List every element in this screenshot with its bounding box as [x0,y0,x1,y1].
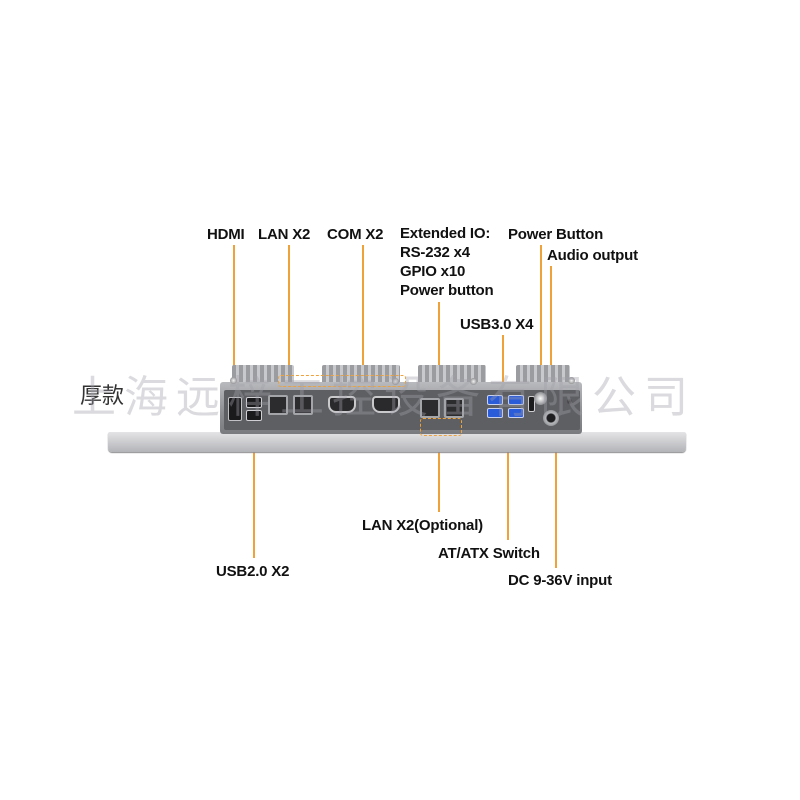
lan-optional-port [420,398,440,418]
leader-at-atx-switch [507,430,509,540]
dc-input-jack [543,410,559,426]
usb2-port [246,397,262,408]
label-audio-output: Audio output [547,247,638,264]
port-group-bracket [420,418,462,436]
heatsink-fins-right [516,365,570,385]
lan-port [268,395,288,415]
usb3-port [508,408,524,418]
com-port [328,396,356,413]
heatsink-fins-right-center [418,365,486,385]
usb3-port [508,395,524,405]
audio-jack [566,398,573,405]
usb2-port [246,410,262,421]
leader-extended-io [438,302,440,395]
label-lan-x2: LAN X2 [258,226,311,243]
label-rs232: RS-232 x4 [400,244,470,261]
lan-port [293,395,313,415]
label-extended-io: Extended IO: [400,225,491,242]
screw-icon [230,377,237,384]
leader-power-button [540,245,542,390]
label-lan-optional: LAN X2(Optional) [362,517,483,534]
leader-lan-x2 [288,245,290,393]
leader-usb3 [502,335,504,395]
usb3-port [487,408,503,418]
leader-usb2 [253,420,255,558]
label-usb2: USB2.0 X2 [216,563,290,580]
screw-icon [392,378,399,385]
label-power-button-io: Power button [400,282,494,299]
usb3-port [487,395,503,405]
panel-bezel [108,432,686,452]
label-usb3: USB3.0 X4 [460,316,534,333]
label-gpio: GPIO x10 [400,263,466,280]
at-atx-switch [528,396,535,412]
watermark: 上海远梓工控设备有限公司 [72,372,696,423]
lan-optional-port [444,398,464,418]
hdmi-port [228,397,242,421]
leader-hdmi [233,245,235,395]
label-hdmi: HDMI [207,226,245,243]
label-dc-input: DC 9-36V input [508,572,612,589]
leader-lan-optional [438,440,440,512]
leader-com-x2 [362,245,364,395]
screw-icon [470,378,477,385]
label-com-x2: COM X2 [327,226,384,243]
label-power-button: Power Button [508,226,604,243]
port-group-bracket [278,375,406,387]
screw-icon [568,377,575,384]
leader-dc-input [555,428,557,568]
com-port [372,396,400,413]
label-at-atx-switch: AT/ATX Switch [438,545,540,562]
device-thickness-label: 厚款 [80,384,125,409]
leader-audio-output [550,266,552,392]
power-button-icon [534,392,547,405]
